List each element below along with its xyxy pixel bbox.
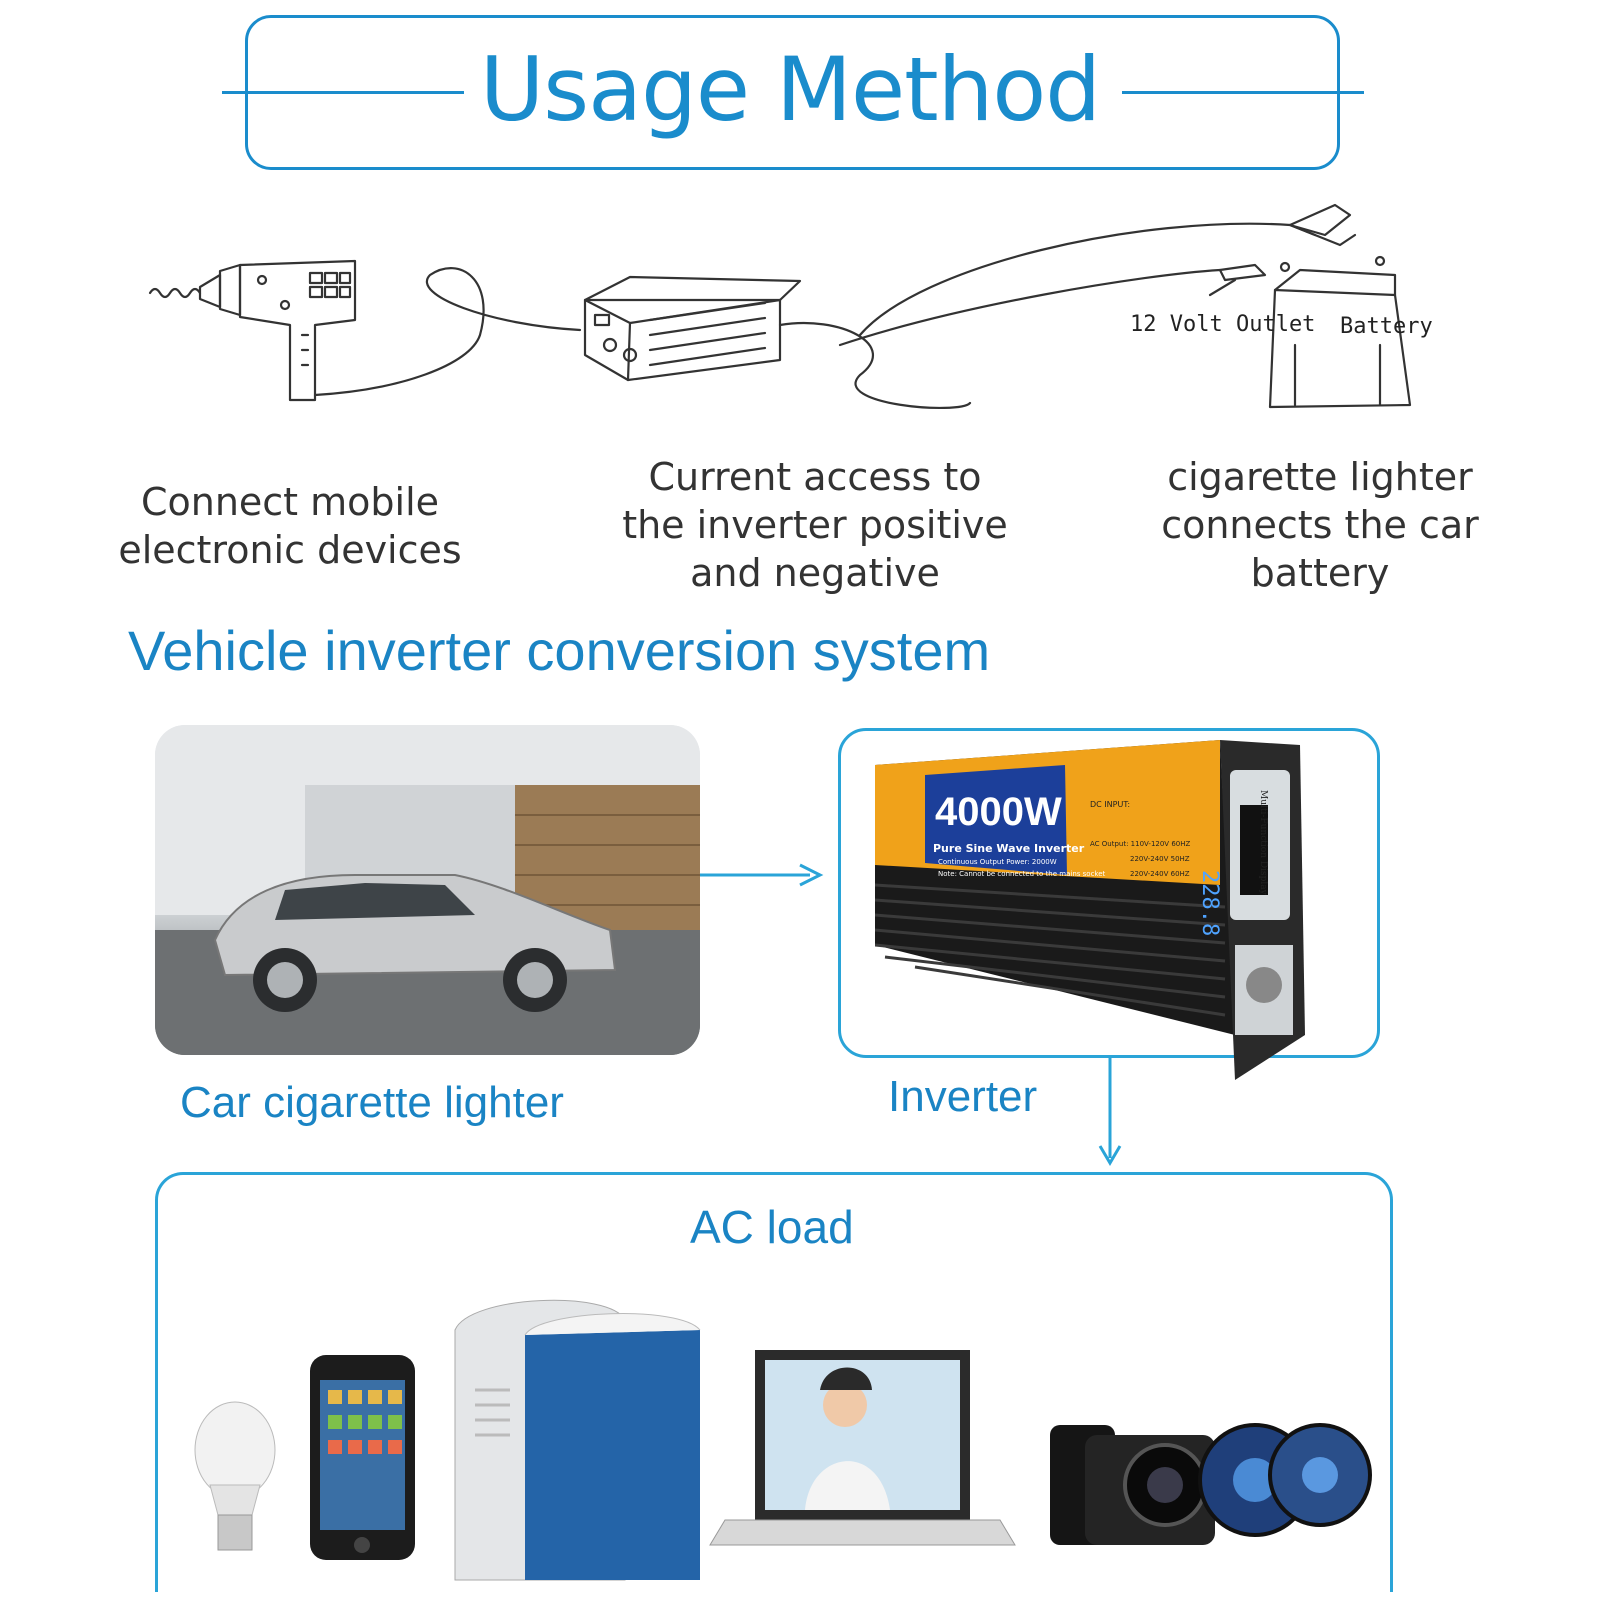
inverter-display-reading: 228.8 [1197, 870, 1222, 937]
inverter-panel [838, 728, 1380, 1058]
ac-load-devices [194, 1299, 1372, 1581]
inverter-dc-input: DC INPUT: [1090, 800, 1131, 809]
inverter-photo [874, 735, 1345, 1090]
title-rule-right [1122, 91, 1364, 94]
inverter-sketch-icon [583, 275, 802, 382]
title-rule-left [222, 91, 464, 94]
drill-icon [198, 259, 357, 402]
inverter-ac-output-1: AC Output: 110V-120V 60HZ [1090, 840, 1191, 848]
camera-icon [1050, 1425, 1215, 1545]
drill-bit-icon [148, 287, 202, 299]
laptop-icon [709, 1350, 1016, 1546]
ac-load-panel [155, 1172, 1393, 1592]
inverter-label: Inverter [888, 1072, 1038, 1121]
inverter-continuous-output: Continuous Output Power: 2000W [938, 858, 1057, 866]
light-bulb-icon [194, 1401, 276, 1551]
arrow-right-icon [700, 863, 824, 887]
section-title: Vehicle inverter conversion system [128, 619, 991, 682]
car-label: Car cigarette lighter [180, 1078, 564, 1127]
battery-clip-icon [1208, 203, 1357, 297]
speaker-icon [1198, 1423, 1372, 1537]
inverter-ac-output-3: 220V-240V 60HZ [1130, 870, 1190, 878]
battery-icon [1268, 255, 1412, 409]
cooler-box-icon [454, 1299, 701, 1581]
car-photo [155, 725, 700, 1055]
page-title: Usage Method [479, 38, 1101, 141]
battery-label: Battery [1340, 314, 1433, 339]
inverter-note: Note: Cannot be connected to the mains s… [938, 870, 1106, 878]
ac-load-title: AC load [690, 1201, 854, 1253]
caption-inverter: Current access to the inverter positive … [622, 455, 1008, 595]
inverter-power: 4000W [935, 790, 1062, 834]
caption-devices: Connect mobile electronic devices [118, 480, 462, 572]
wiring-diagram [148, 203, 1412, 410]
car-icon [213, 874, 617, 1012]
inverter-product-line: Pure Sine Wave Inverter [933, 842, 1085, 855]
outlet-label: 12 Volt Outlet [1130, 312, 1316, 337]
inverter-ac-output-2: 220V-240V 50HZ [1130, 855, 1190, 863]
inverter-display-label: Multi-Function Display [1258, 790, 1268, 895]
smartphone-icon [310, 1355, 415, 1560]
caption-lighter: cigarette lighter connects the car batte… [1161, 455, 1479, 595]
arrow-down-icon [1098, 1058, 1122, 1166]
